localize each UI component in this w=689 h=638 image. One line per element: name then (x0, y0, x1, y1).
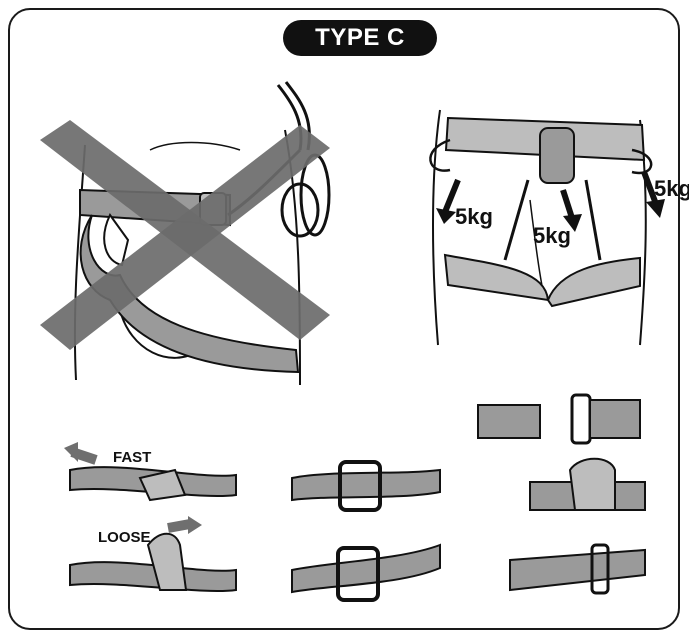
quick-buckle-open (478, 395, 640, 443)
slider-buckle-top (292, 462, 440, 510)
weight-label-right: 5kg (654, 176, 689, 201)
buckle-loose-label: LOOSE (98, 529, 151, 546)
weight-label-center: 5kg (533, 223, 571, 248)
quick-buckle-folded (530, 459, 645, 510)
weight-label-left: 5kg (455, 204, 493, 229)
slider-buckle-bottom (292, 545, 440, 600)
buckle-fast-label: FAST (113, 449, 151, 466)
quick-buckle-closed (510, 545, 645, 593)
buckle-loose-illustration (70, 516, 236, 591)
incorrect-harness-illustration (40, 82, 330, 385)
